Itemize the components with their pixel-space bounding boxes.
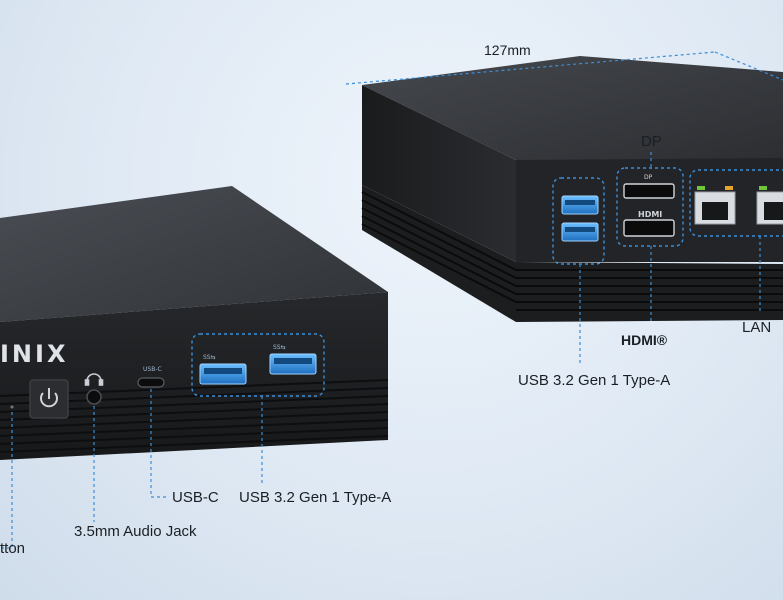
- rear-video-callout-box: [616, 167, 684, 247]
- dp-tag: DP: [644, 174, 653, 181]
- hdmi-port: [623, 219, 675, 237]
- front-usb-callout-box: [191, 333, 325, 397]
- audio-jack: [86, 389, 102, 405]
- rear-callout-lines: [579, 152, 761, 366]
- rear-device: [345, 51, 783, 366]
- rear-lan-callout-box: [689, 169, 783, 237]
- front-usb-a-label: USB 3.2 Gen 1 Type-A: [239, 489, 392, 506]
- front-device-top: [0, 186, 388, 322]
- rear-usb-label: USB 3.2 Gen 1 Type-A: [518, 372, 671, 389]
- brand-logo: INIX: [0, 340, 69, 368]
- status-led: [10, 405, 14, 409]
- usb-c-port: [137, 377, 165, 388]
- hdmi-tag: HDMI: [638, 210, 663, 219]
- usb-a-tag-1: SS⇆: [203, 354, 216, 361]
- front-usb-a-port-2-tongue: [274, 358, 312, 364]
- hdmi-label: HDMI®: [621, 332, 668, 348]
- usb-c-tag: USB-C: [143, 366, 162, 373]
- rear-device-vent-block: [362, 185, 783, 322]
- front-usb-a-port-1-tongue: [204, 368, 242, 374]
- rear-device-side: [362, 85, 516, 262]
- lan-label: LAN: [742, 319, 772, 336]
- rear-usb-callout-box: [552, 177, 605, 265]
- headphone-icon: [84, 373, 104, 386]
- power-button-label: tton: [0, 540, 26, 557]
- dimension-line: [345, 51, 783, 85]
- front-usb-c-label: USB-C: [172, 489, 219, 506]
- rear-usb-a-port-2-tongue: [565, 227, 595, 232]
- lan-port-1: [694, 186, 736, 225]
- dp-port: [623, 183, 675, 199]
- dp-label: DP: [641, 133, 662, 150]
- front-device: [0, 186, 389, 549]
- audio-jack-label: 3.5mm Audio Jack: [74, 523, 197, 540]
- lan-port-2: [756, 186, 783, 225]
- dimension-label: 127mm: [484, 42, 531, 58]
- rear-vent-lines: [361, 191, 783, 311]
- rear-usb-a-port-1-tongue: [565, 200, 595, 205]
- rear-device-top: [362, 56, 783, 160]
- front-callout-lines: [2, 389, 263, 549]
- usb-a-tag-2: SS⇆: [273, 344, 286, 351]
- power-icon: [40, 388, 58, 408]
